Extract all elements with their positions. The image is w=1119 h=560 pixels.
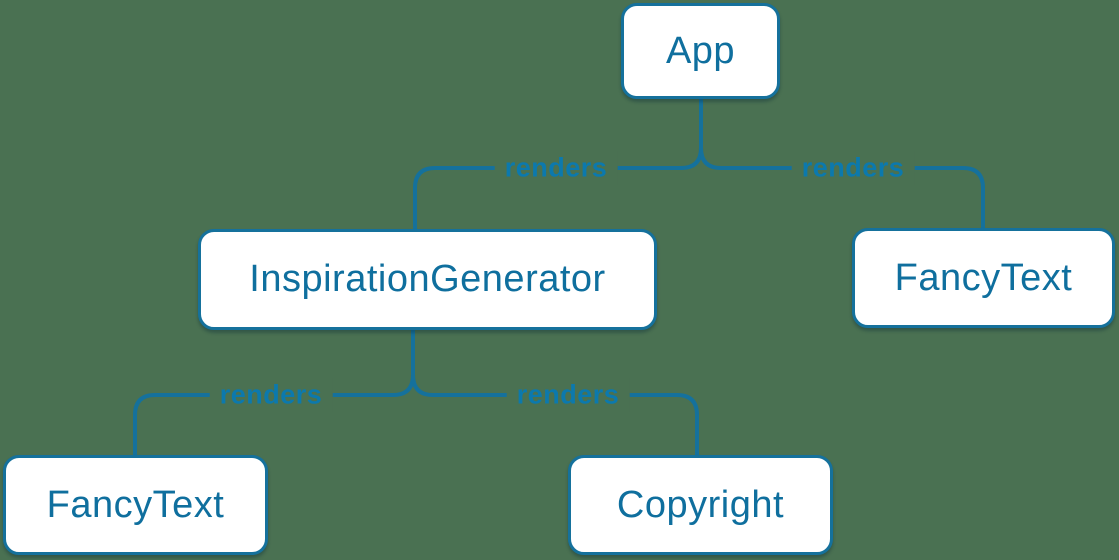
node-copyright-label: Copyright xyxy=(616,483,785,526)
node-fancy-text-bottom: FancyText xyxy=(3,455,268,555)
node-app: App xyxy=(621,3,780,99)
node-fancy-text-top-label: FancyText xyxy=(894,256,1073,299)
connector-inspirationgenerator-to-copyright xyxy=(411,374,699,455)
edge-label-renders-app-inspirationgenerator: renders xyxy=(494,150,618,186)
edge-label-renders-app-fancytext: renders xyxy=(791,150,915,186)
connector-inspirationgenerator-to-fancytext xyxy=(133,374,415,455)
node-inspiration-generator-label: InspirationGenerator xyxy=(249,258,606,300)
node-fancy-text-bottom-label: FancyText xyxy=(46,483,225,526)
node-copyright: Copyright xyxy=(568,455,833,555)
node-fancy-text-top: FancyText xyxy=(852,228,1115,328)
node-app-label: App xyxy=(665,29,736,72)
edge-label-renders-inspirationgenerator-fancytext: renders xyxy=(209,377,333,413)
node-inspiration-generator: InspirationGenerator xyxy=(198,229,657,330)
edge-label-renders-inspirationgenerator-copyright: renders xyxy=(506,377,630,413)
connector-app-to-fancytext xyxy=(699,147,985,228)
connector-app-to-inspirationgenerator xyxy=(413,147,703,229)
